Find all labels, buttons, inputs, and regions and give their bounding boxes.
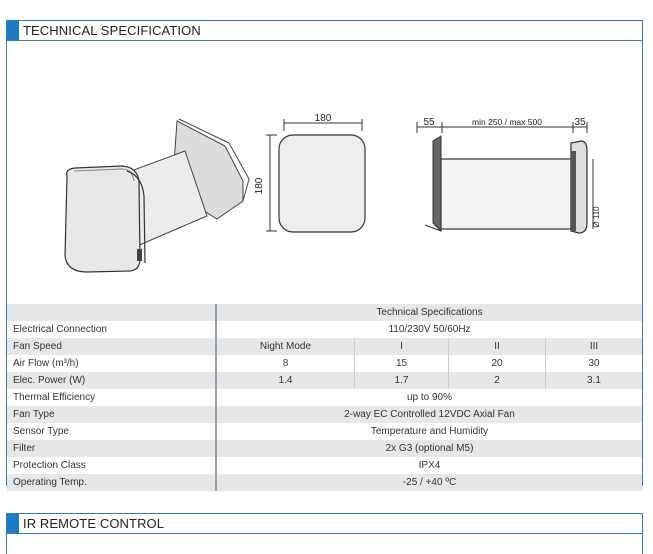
section-accent-bar xyxy=(7,514,19,533)
row-label: Sensor Type xyxy=(7,423,217,440)
row-cell: Night Mode xyxy=(216,338,355,355)
product-3d-illustration xyxy=(64,118,250,273)
pipe-diameter-label: Ø 110 xyxy=(592,206,601,228)
row-value: -25 / +40 ºC xyxy=(216,474,642,491)
section-title: TECHNICAL SPECIFICATION xyxy=(23,23,201,38)
front-width-label: 180 xyxy=(315,113,332,124)
row-cell: 1.7 xyxy=(354,372,449,389)
row-cell: 2 xyxy=(448,372,546,389)
section-accent-bar xyxy=(7,21,19,40)
front-height-label: 180 xyxy=(254,177,265,194)
side-middle-label: min 250 / max 500 xyxy=(472,117,542,127)
table-header: Technical Specifications xyxy=(216,304,642,321)
row-label: Fan Type xyxy=(7,406,217,423)
row-cell: 8 xyxy=(216,355,355,372)
table-header-spacer xyxy=(7,304,217,321)
row-cell: I xyxy=(354,338,449,355)
spec-table: Technical Specifications Electrical Conn… xyxy=(7,304,642,491)
technical-specification-section: TECHNICAL SPECIFICATION 180 180 xyxy=(6,20,643,491)
row-label: Air Flow (m³/h) xyxy=(7,355,217,372)
row-value: Temperature and Humidity xyxy=(370,426,489,437)
ir-remote-control-section: IR REMOTE CONTROL xyxy=(6,513,643,554)
row-cell: 30 xyxy=(588,358,600,369)
row-cell: 1.4 xyxy=(216,372,355,389)
section-header: IR REMOTE CONTROL xyxy=(7,514,642,534)
row-cell: III xyxy=(545,338,642,355)
row-value: 110/230V 50/60Hz xyxy=(388,324,471,335)
row-value: 2-way EC Controlled 12VDC Axial Fan xyxy=(216,406,642,423)
row-value: up to 90% xyxy=(406,392,453,403)
row-label: Protection Class xyxy=(7,457,217,474)
section-title: IR REMOTE CONTROL xyxy=(23,516,165,531)
row-value: 2x G3 (optional M5) xyxy=(216,440,642,457)
row-label: Thermal Efficiency xyxy=(7,389,217,406)
section-header: TECHNICAL SPECIFICATION xyxy=(7,21,642,41)
side-view-drawing: 55 min 250 / max 500 35 Ø 110 xyxy=(416,117,601,234)
row-label: Operating Temp. xyxy=(7,474,217,491)
row-label: Fan Speed xyxy=(7,338,217,355)
side-left-label: 55 xyxy=(423,117,435,128)
front-view-drawing: 180 180 xyxy=(254,113,366,233)
row-cell: 15 xyxy=(354,355,449,372)
row-label: Elec. Power (W) xyxy=(7,372,217,389)
side-right-label: 35 xyxy=(574,117,586,128)
product-drawings: 180 180 55 min 250 / max 500 35 Ø 110 xyxy=(64,113,601,273)
row-value: IPX4 xyxy=(418,460,441,471)
row-cell: II xyxy=(448,338,546,355)
row-cell: 3.1 xyxy=(545,372,642,389)
row-cell: 20 xyxy=(448,355,546,372)
row-label: Filter xyxy=(7,440,217,457)
row-label: Electrical Connection xyxy=(7,321,217,338)
